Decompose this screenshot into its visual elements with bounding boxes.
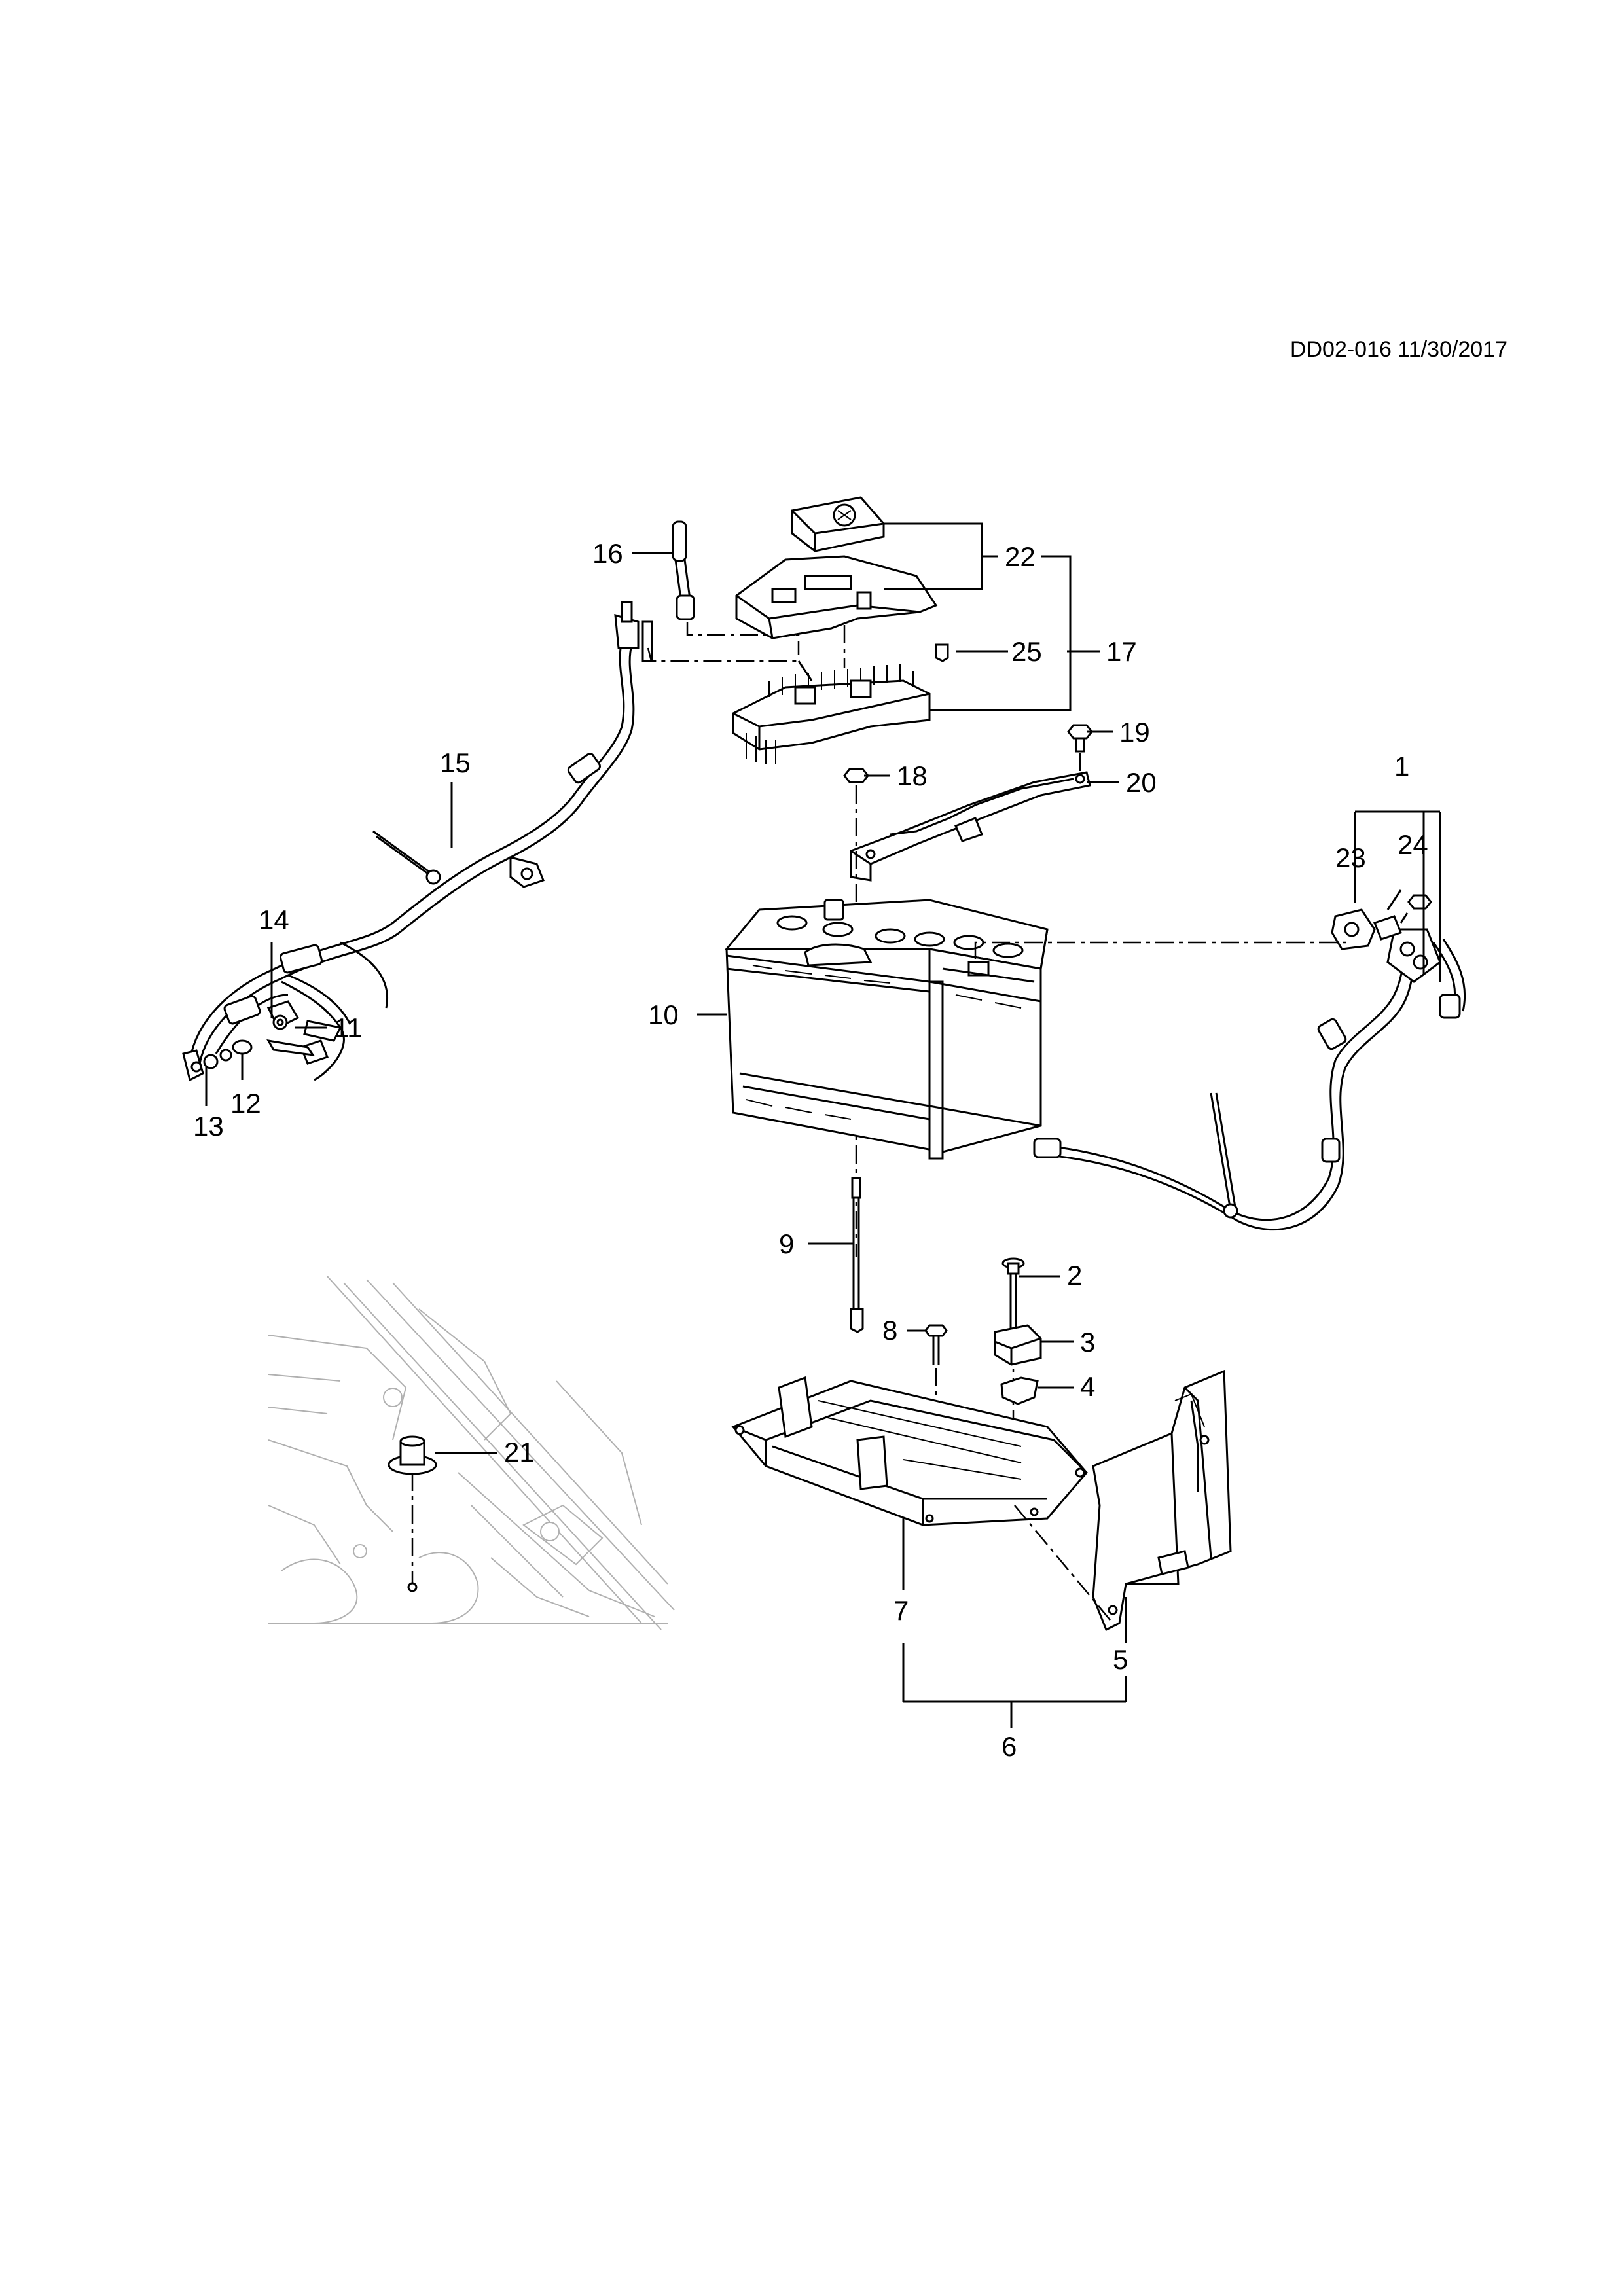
callout-11: 11 <box>334 1013 363 1043</box>
callout-12: 12 <box>230 1088 261 1119</box>
callout-23: 23 <box>1335 842 1366 873</box>
callout-6: 6 <box>1001 1731 1017 1762</box>
nut-19 <box>1067 724 1093 753</box>
document-id: DD02-016 11/30/2017 <box>1290 337 1507 362</box>
callout-19: 19 <box>1119 717 1150 747</box>
callout-1: 1 <box>1394 751 1410 781</box>
callout-18: 18 <box>897 761 928 791</box>
callout-17: 17 <box>1106 636 1137 667</box>
callout-21: 21 <box>504 1437 535 1467</box>
clip-4 <box>1000 1376 1039 1405</box>
callout-2: 2 <box>1067 1260 1083 1291</box>
positive-cable <box>974 889 1466 1231</box>
fuse-25 <box>935 643 1008 662</box>
callout-22: 22 <box>1005 541 1036 572</box>
callout-25: 25 <box>1011 636 1042 667</box>
callout-10: 10 <box>648 999 679 1030</box>
tray-bolt-9 <box>850 1177 864 1333</box>
underbody-inset <box>268 1276 675 1630</box>
cable-16 <box>647 520 800 662</box>
battery-tray <box>731 1376 1088 1526</box>
callout-15: 15 <box>440 747 471 778</box>
callout-7: 7 <box>893 1595 909 1626</box>
callout-20: 20 <box>1126 767 1157 798</box>
callout-5: 5 <box>1113 1644 1128 1675</box>
clip-3 <box>994 1324 1042 1366</box>
fuse-block <box>732 625 931 764</box>
leader-lines <box>205 522 1441 1728</box>
battery <box>724 899 1049 1160</box>
callout-4: 4 <box>1080 1371 1096 1402</box>
harness-hardware <box>203 1014 342 1069</box>
callout-24: 24 <box>1398 829 1428 860</box>
negative-cable-harness <box>182 601 653 1082</box>
tray-support <box>1014 1369 1232 1632</box>
callout-9: 9 <box>779 1229 795 1259</box>
callout-3: 3 <box>1080 1327 1096 1357</box>
callout-13: 13 <box>193 1111 224 1141</box>
callout-14: 14 <box>259 905 289 935</box>
fuse-block-cover <box>735 496 938 639</box>
callout-8: 8 <box>882 1315 898 1346</box>
hold-down-bracket <box>850 753 1091 882</box>
callout-16: 16 <box>592 538 623 569</box>
